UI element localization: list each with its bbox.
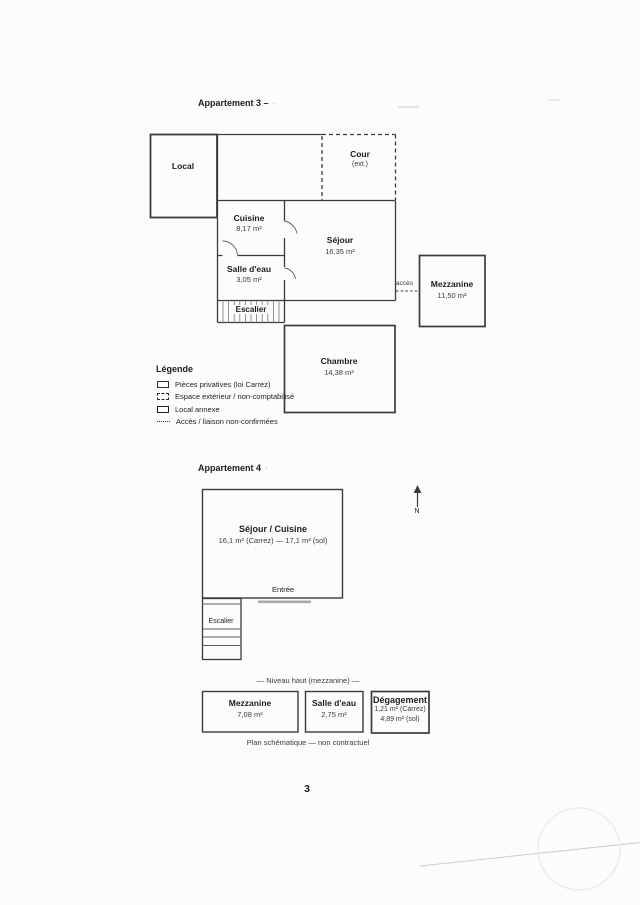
room-area-cuisine: 8,17 m²: [236, 224, 262, 233]
room-area-degagement-carrez: 1,21 m² (Carrez): [374, 706, 426, 713]
acces-label: accès: [396, 280, 413, 287]
room-area-degagement-sol: 4,89 m² (sol): [380, 716, 420, 723]
legend-title: Légende: [156, 364, 194, 374]
room-label-salle-eau: Salle d'eau: [226, 264, 272, 274]
room-area-sejour-cuisine: 16,1 m² (Carrez) — 17,1 m² (sol): [218, 536, 328, 545]
dashed-box-swatch-icon: [157, 393, 169, 400]
room-label-escalier3: Escalier: [232, 305, 270, 315]
room-area-mezzanine4: 7,08 m²: [237, 710, 263, 719]
room-label-escalier4: Escalier: [208, 618, 234, 625]
dotted-line-swatch-icon: [157, 421, 170, 422]
room-label-mezzanine4: Mezzanine: [228, 698, 272, 708]
room-area-mezzanine3: 11,50 m²: [437, 291, 467, 300]
salle-eau4-outline: [304, 690, 364, 733]
bold-box-swatch-icon: [157, 405, 169, 413]
sejour-cuisine-outline: [201, 488, 344, 599]
legend-item-acces-liaison: Accès / liaison non-confirmées: [157, 417, 278, 427]
chambre-outline: [283, 324, 396, 414]
room-label-degagement: Dégagement: [372, 695, 428, 705]
apartment3-walls: [149, 133, 486, 414]
entree-label: Entrée: [271, 585, 295, 594]
solid-box-swatch-icon: [157, 380, 169, 388]
apartment4-walls: [201, 485, 430, 734]
room-label-chambre: Chambre: [320, 356, 358, 366]
apartment3-title-faint-mark: ·: [272, 98, 276, 108]
door-arcs: [222, 220, 298, 280]
room-label-salle-eau4: Salle d'eau: [311, 698, 357, 708]
room-label-sejour-cuisine: Séjour / Cuisine: [238, 524, 308, 534]
room-area-salle-eau4: 2,75 m²: [321, 710, 347, 719]
room-area-sejour: 16,35 m²: [325, 247, 355, 256]
legend-item-label: Accès / liaison non-confirmées: [176, 417, 278, 426]
plan-disclaimer-caption: Plan schématique — non contractuel: [246, 738, 370, 747]
room-label-cour: Cour: [350, 149, 370, 159]
room-label-cuisine: Cuisine: [233, 213, 265, 223]
degagement-outline: [370, 690, 430, 734]
legend-item-local-annexe: Local annexe: [157, 404, 220, 414]
apartment3-title: Appartement 3 –·: [198, 98, 276, 108]
north-label: N: [414, 508, 420, 515]
legend-item-label: Pièces privatives (loi Carrez): [175, 379, 271, 389]
legend-item-label: Local annexe: [175, 404, 220, 414]
mezzanine3-outline: [418, 254, 486, 328]
local-room-outline: [149, 133, 218, 219]
room-area-chambre: 14,38 m²: [324, 368, 354, 377]
legend-item-espace-exterieur: Espace extérieur / non-comptabilisé: [157, 392, 294, 402]
stair4-treads: [202, 603, 241, 646]
mezzanine4-outline: [201, 690, 299, 733]
page-number: 3: [304, 783, 310, 795]
legend-item-pieces-privatives: Pièces privatives (loi Carrez): [157, 379, 270, 389]
apartment4-title-faint-mark: ·: [265, 463, 269, 473]
room-area-salle-eau: 3,05 m²: [236, 275, 262, 284]
room-label-mezzanine3: Mezzanine: [430, 279, 474, 289]
room-label-local: Local: [171, 161, 195, 171]
scan-artifact-marks: [398, 99, 640, 891]
mezzanine-level-caption: — Niveau haut (mezzanine) —: [256, 676, 360, 685]
room-label-cour-ext: (ext.): [352, 161, 368, 168]
north-arrow-icon: [413, 485, 422, 507]
legend-item-label: Espace extérieur / non-comptabilisé: [175, 392, 295, 401]
room-label-sejour: Séjour: [326, 235, 354, 245]
apartment4-title: Appartement 4·: [198, 463, 269, 473]
